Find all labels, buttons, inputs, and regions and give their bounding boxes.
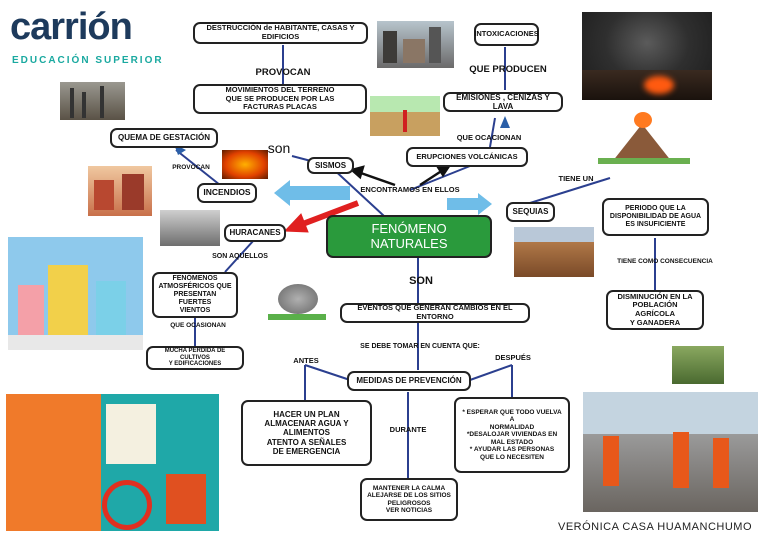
burning-houses-image	[88, 166, 152, 216]
node-periodo: PERIODO QUE LA DISPONIBILIDAD DE AGUA ES…	[602, 198, 709, 236]
node-perdida: MUCHA PERDIDA DE CULTIVOS Y EDIFICACIONE…	[146, 346, 244, 370]
brand-tagline: EDUCACIÓN SUPERIOR	[12, 55, 164, 66]
hurricane-damage-image	[160, 210, 220, 246]
label-tiene-consecuencia: TIENE COMO CONSECUENCIA	[617, 258, 713, 265]
tectonic-plates-image	[370, 96, 440, 136]
node-intoxicaciones: INTOXICACIONES	[474, 23, 539, 46]
node-fenomenos-atmosfericos: FENÓMENOS ATMOSFÉRICOS QUE PRESENTAN FUE…	[152, 272, 238, 318]
node-destruccion: DESTRUCCIÓN de HABITANTE, CASAS Y EDIFIC…	[193, 22, 368, 44]
author-name: VERÓNICA CASA HUAMANCHUMO	[557, 521, 753, 533]
factory-smoke-image	[60, 82, 125, 120]
node-incendios: INCENDIOS	[197, 183, 257, 203]
node-durante: MANTENER LA CALMA ALEJARSE DE LOS SITIOS…	[360, 478, 458, 521]
label-que-producen: QUE PRODUCEN	[469, 64, 547, 75]
node-disminucion: DISMINUCIÓN EN LA POBLACIÓN AGRÍCOLA Y G…	[606, 290, 704, 330]
volcano-icon-image	[598, 110, 690, 166]
node-antes: HACER UN PLAN ALMACENAR AGUA Y ALIMENTOS…	[241, 400, 372, 466]
label-provocan-small: PROVOCAN	[172, 164, 210, 171]
label-provocan-top: PROVOCAN	[255, 67, 311, 78]
label-son-aquellos: SON AQUELLOS	[212, 253, 268, 260]
label-antes: ANTES	[293, 356, 319, 365]
node-erupciones: ERUPCIONES VOLCÁNICAS	[406, 147, 528, 167]
farmer-image	[672, 346, 724, 384]
tornado-icon-image	[268, 280, 326, 322]
node-emisiones: EMISIONES , CENIZAS Y LAVA	[443, 92, 563, 112]
node-medidas: MEDIDAS DE PREVENCIÓN	[347, 371, 471, 391]
center-node: FENÓMENO NATURALES	[326, 215, 492, 258]
label-despues: DESPUÉS	[495, 353, 531, 362]
label-tiene-un: TIENE UN	[558, 174, 594, 183]
label-que-ocacionan: QUE OCACIONAN	[456, 133, 522, 142]
fire-image	[222, 150, 268, 179]
label-que-ocasionan: QUE OCASIONAN	[170, 322, 226, 329]
node-movimientos: MOVIMIENTOS DEL TERRENO QUE SE PRODUCEN …	[193, 84, 367, 114]
node-huracanes: HURACANES	[224, 224, 286, 242]
emergency-exit-image	[6, 394, 219, 531]
label-son-sismos: son	[267, 140, 291, 156]
node-sismos: SISMOS	[307, 157, 354, 174]
volcano-eruption-image	[582, 12, 712, 100]
building-collapse-image	[377, 21, 454, 68]
dry-field-image	[514, 227, 594, 277]
label-se-debe: SE DEBE TOMAR EN CUENTA QUE:	[360, 343, 480, 350]
node-sequias: SEQUIAS	[506, 202, 555, 222]
label-durante: DURANTE	[389, 425, 427, 434]
rescue-workers-image	[583, 392, 758, 512]
node-despues: * ESPERAR QUE TODO VUELVA A NORMALIDAD *…	[454, 397, 570, 473]
brand-logo-text: carrión	[10, 6, 133, 48]
city-people-image	[8, 237, 143, 350]
node-quema: QUEMA DE GESTACIÓN	[110, 128, 218, 148]
label-encontramos: ENCONTRAMOS EN ELLOS	[360, 185, 460, 194]
label-son-center: SON	[409, 275, 433, 287]
node-eventos: EVENTOS QUE GENERAN CAMBIOS EN EL ENTORN…	[340, 303, 530, 323]
